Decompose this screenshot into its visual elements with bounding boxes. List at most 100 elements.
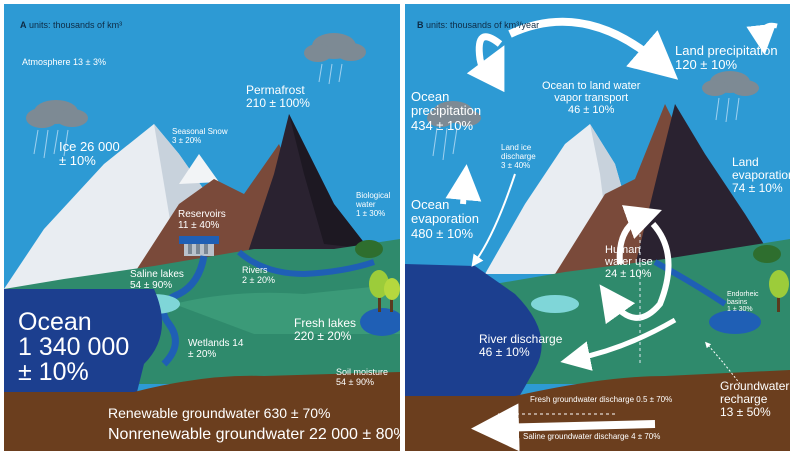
ocean-precipitation-arrow xyxy=(466,33,505,93)
atmosphere-label: Atmosphere 13 ± 3% xyxy=(22,57,106,67)
ocean-to-land-arrow xyxy=(508,17,679,80)
rain-icon xyxy=(33,129,69,159)
panel-a-units: units: thousands of km³ xyxy=(29,20,123,30)
seasonal-snow-label: Seasonal Snow 3 ± 20% xyxy=(172,127,228,146)
biological-water-line1: Biological xyxy=(356,191,391,200)
ocean-to-land-label: Ocean to land water vapor transport 46 ±… xyxy=(542,80,640,116)
ocean-label: Ocean 1 340 000 ± 10% xyxy=(18,310,129,385)
permafrost-value: 210 ± 100% xyxy=(246,96,310,111)
rivers-label: Rivers 2 ± 20% xyxy=(242,265,275,286)
ocean-to-land-line2: vapor transport xyxy=(554,92,629,105)
ocean-evaporation-arrow xyxy=(445,164,482,205)
saline-lakes-name: Saline lakes xyxy=(130,269,184,280)
ocean xyxy=(4,289,162,404)
ocean-value: 1 340 000 xyxy=(18,333,130,361)
cloud-icon xyxy=(427,101,481,127)
ice-value: ± 10% xyxy=(59,153,96,169)
ocean-evaporation-label: Ocean evaporation 480 ± 10% xyxy=(411,197,479,241)
human-water-use-label: Human water use 24 ± 10% xyxy=(605,244,653,280)
reservoirs-label: Reservoirs 11 ± 40% xyxy=(178,209,226,231)
ocean-evaporation-name2: evaporation xyxy=(411,211,479,227)
saline-gw-discharge-arrow xyxy=(471,403,656,451)
ocean-to-land-value: 46 ± 10% xyxy=(568,104,615,117)
fresh-lakes-value: 220 ± 20% xyxy=(294,329,352,344)
permafrost-name: Permafrost xyxy=(246,83,305,97)
rivers-name: Rivers xyxy=(242,265,268,275)
river xyxy=(237,249,375,278)
groundwater-recharge-value: 13 ± 50% xyxy=(720,405,771,420)
river-discharge-name: River discharge xyxy=(479,332,563,346)
ocean-precipitation-name1: Ocean xyxy=(411,89,450,104)
human-water-use-line1: Human xyxy=(605,244,641,256)
river-discharge-value: 46 ± 10% xyxy=(479,345,530,360)
reservoirs-value: 11 ± 40% xyxy=(178,220,220,231)
human-water-use-value: 24 ± 10% xyxy=(605,268,652,281)
tree-icon xyxy=(355,240,400,312)
ocean-to-land-line1: Ocean to land water xyxy=(542,80,641,92)
fresh-lakes-label: Fresh lakes 220 ± 20% xyxy=(294,316,357,344)
land-precipitation-label: Land precipitation 120 ± 10% xyxy=(675,43,778,73)
cloud-icon xyxy=(702,71,759,96)
wetlands-value: ± 20% xyxy=(188,349,217,360)
tree-icon xyxy=(753,245,789,312)
cloud-icon xyxy=(26,100,88,128)
rivers-value: 2 ± 20% xyxy=(242,274,275,285)
biological-water-label: Biological water 1 ± 30% xyxy=(356,191,391,218)
saline-lakes-label: Saline lakes 54 ± 90% xyxy=(130,269,184,291)
cloud-icon xyxy=(304,33,366,62)
groundwater-recharge-arrow xyxy=(704,341,741,385)
endorheic-line1: Endorheic xyxy=(727,291,759,298)
ocean-precipitation-name2: precipitation xyxy=(411,103,482,119)
land-evaporation-name1: Land xyxy=(732,155,759,169)
ocean-precipitation-label: Ocean precipitation 434 ± 10% xyxy=(411,89,482,133)
land-ice-discharge-arrow xyxy=(471,173,516,267)
soil-moisture-value: 54 ± 90% xyxy=(336,376,374,387)
land-evaporation-value: 74 ± 10% xyxy=(732,181,783,196)
land-ice-line1: Land ice xyxy=(501,143,532,152)
land-evaporation-name2: evaporation xyxy=(732,168,790,183)
biological-water-value: 1 ± 30% xyxy=(356,208,386,218)
endorheic-value: 1 ± 30% xyxy=(727,306,753,314)
land-evaporation-label: Land evaporation 74 ± 10% xyxy=(732,155,790,196)
groundwater-recharge-line1: Groundwater xyxy=(720,379,790,393)
land-precipitation-value: 120 ± 10% xyxy=(675,57,738,73)
panel-a-water-storage: A units: thousands of km³ Atmosphere 13 … xyxy=(4,4,400,451)
soil-moisture-label: Soil moisture 54 ± 90% xyxy=(336,367,389,388)
panel-a-illustration xyxy=(4,4,400,451)
panel-b-illustration xyxy=(405,4,790,451)
wetlands-label: Wetlands 14 ± 20% xyxy=(188,338,243,360)
ice-name: Ice 26 000 xyxy=(59,139,120,154)
panel-b-units: units: thousands of km³/year xyxy=(426,20,540,30)
ocean-name: Ocean xyxy=(18,308,92,336)
human-water-use-line2: water use xyxy=(605,256,653,269)
panel-b-letter: B xyxy=(417,20,424,30)
land-precipitation-name: Land precipitation xyxy=(675,43,778,58)
dark-mountain-shade xyxy=(289,114,369,249)
endorheic-line2: basins xyxy=(727,298,748,306)
small-snow-peak xyxy=(179,154,219,184)
groundwater-recharge-line2: recharge xyxy=(720,392,768,407)
panel-b-water-fluxes: B units: thousands of km³/year Ocean pre… xyxy=(405,4,790,451)
fresh-lakes-name: Fresh lakes xyxy=(294,316,357,330)
wetlands-name: Wetlands 14 xyxy=(188,338,244,349)
seasonal-snow-value: 3 ± 20% xyxy=(172,135,202,145)
ocean-precipitation-value: 434 ± 10% xyxy=(411,117,474,133)
rain-icon xyxy=(715,97,740,123)
endorheic-basins-label: Endorheic basins 1 ± 30% xyxy=(727,291,759,314)
rain-icon xyxy=(318,63,343,85)
saline-groundwater-discharge-label: Saline groundwater discharge 4 ± 70% xyxy=(523,432,661,441)
human-water-use-loop xyxy=(616,205,662,265)
reservoirs-name: Reservoirs xyxy=(178,209,226,220)
rain-icon xyxy=(432,127,458,161)
river-discharge-arrow xyxy=(560,317,677,371)
human-water-use-loop xyxy=(599,221,672,325)
soil-moisture-name: Soil moisture xyxy=(336,367,389,377)
land-precipitation-arrow xyxy=(746,22,778,55)
river-discharge-label: River discharge 46 ± 10% xyxy=(479,332,563,360)
renewable-groundwater-label: Renewable groundwater 630 ± 70% xyxy=(108,405,331,421)
fresh-lake xyxy=(360,308,400,336)
groundwater-recharge-label: Groundwater recharge 13 ± 50% xyxy=(720,379,790,420)
ocean-uncertainty: ± 10% xyxy=(18,358,89,386)
land-ice-value: 3 ± 40% xyxy=(501,160,531,170)
land-ice-line2: discharge xyxy=(501,151,536,161)
